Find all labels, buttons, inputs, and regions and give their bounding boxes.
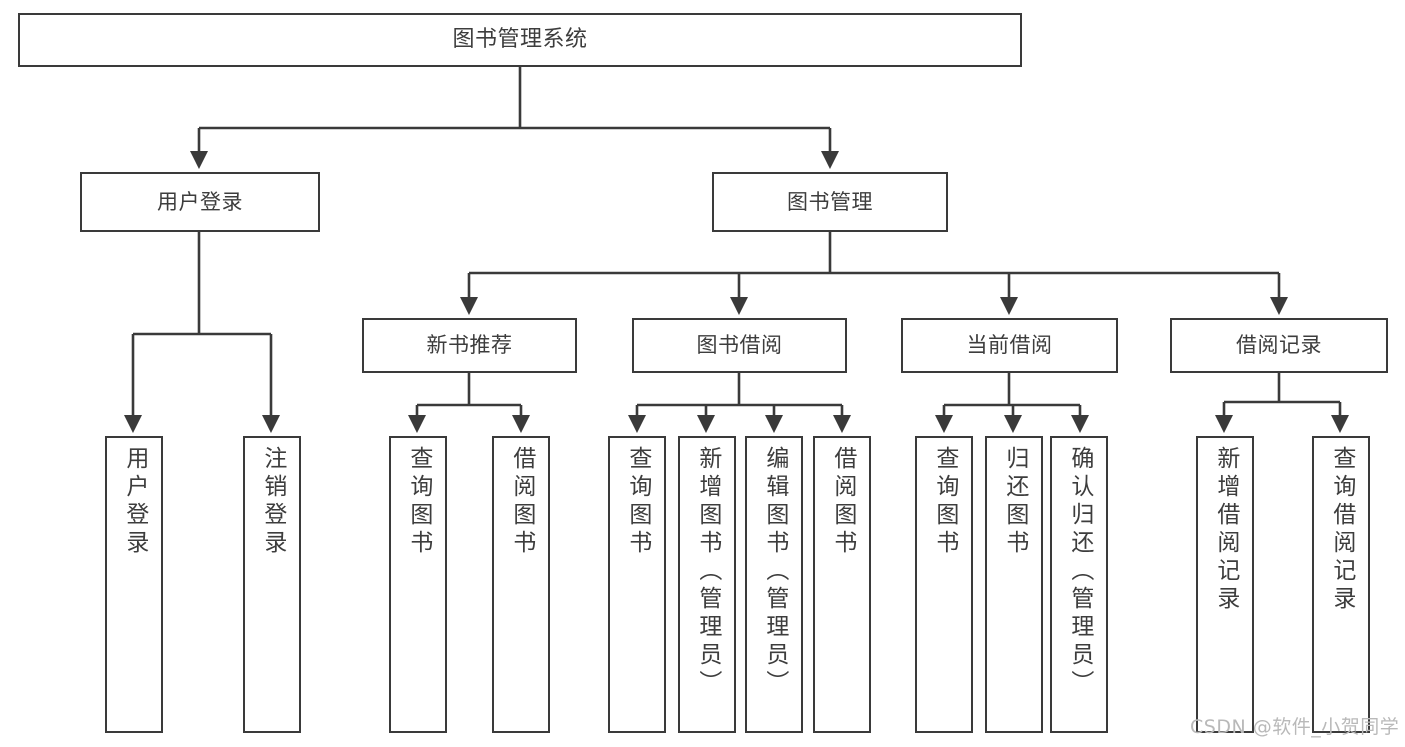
node-leaf-edit-book-admin[interactable]: 编辑图书（管理员） [745,436,803,733]
node-leaf-return-book[interactable]: 归还图书 [985,436,1043,733]
node-leaf-borrow-book[interactable]: 借阅图书 [813,436,871,733]
node-label: 查询图书 [405,446,432,558]
node-label: 用户登录 [157,189,243,214]
node-label: 当前借阅 [966,333,1053,358]
node-leaf-confirm-return-admin[interactable]: 确认归还（管理员） [1050,436,1108,733]
node-label: 查询图书 [624,446,651,558]
node-label: 归还图书 [1001,446,1028,558]
node-leaf-query-book-borrow[interactable]: 查询图书 [608,436,666,733]
node-leaf-query-book-current[interactable]: 查询图书 [915,436,973,733]
node-new-book-recommendation[interactable]: 新书推荐 [362,318,577,373]
node-leaf-query-borrow-record[interactable]: 查询借阅记录 [1312,436,1370,733]
node-leaf-user-login[interactable]: 用户登录 [105,436,163,733]
node-label: 新书推荐 [426,333,513,358]
node-label: 用户登录 [121,446,148,558]
node-label: 新增图书（管理员） [694,446,721,698]
node-book-borrowing[interactable]: 图书借阅 [632,318,847,373]
csdn-watermark: CSDN @软件_小贺同学 [1190,716,1400,738]
node-label: 图书管理系统 [452,27,588,53]
node-leaf-add-book-admin[interactable]: 新增图书（管理员） [678,436,736,733]
node-label: 查询借阅记录 [1328,446,1355,614]
node-label: 注销登录 [259,446,286,558]
node-label: 新增借阅记录 [1212,446,1239,614]
node-user-login[interactable]: 用户登录 [80,172,320,232]
node-leaf-add-borrow-record[interactable]: 新增借阅记录 [1196,436,1254,733]
node-label: 确认归还（管理员） [1066,446,1093,698]
node-current-borrowing[interactable]: 当前借阅 [901,318,1118,373]
node-label: 借阅图书 [829,446,856,558]
node-leaf-query-book-recommend[interactable]: 查询图书 [389,436,447,733]
node-leaf-borrow-book-recommend[interactable]: 借阅图书 [492,436,550,733]
node-root-book-management-system[interactable]: 图书管理系统 [18,13,1022,67]
node-label: 图书管理 [787,189,873,214]
node-borrowing-record[interactable]: 借阅记录 [1170,318,1388,373]
node-label: 编辑图书（管理员） [761,446,788,698]
node-label: 借阅图书 [508,446,535,558]
node-book-management[interactable]: 图书管理 [712,172,948,232]
node-label: 图书借阅 [696,333,783,358]
node-label: 借阅记录 [1236,333,1322,358]
node-label: 查询图书 [931,446,958,558]
node-leaf-logout[interactable]: 注销登录 [243,436,301,733]
